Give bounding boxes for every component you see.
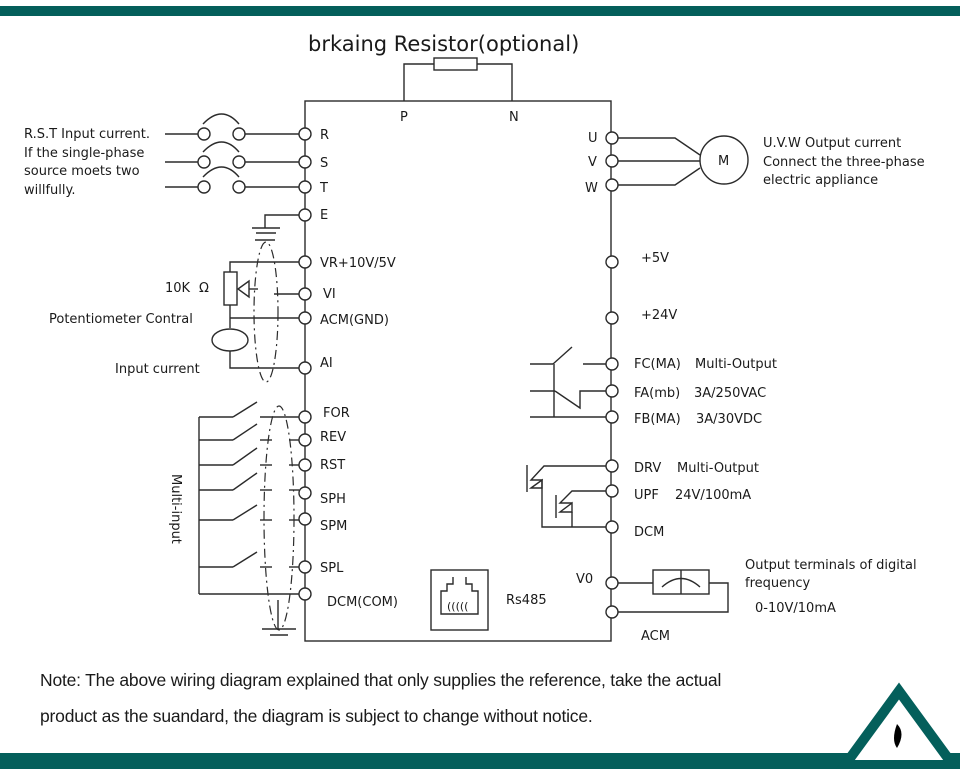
input-breakers <box>165 113 299 234</box>
note-line-1: Note: The above wiring diagram explained… <box>40 670 722 690</box>
inverter-body <box>304 100 612 642</box>
freq-range: 0-10V/10mA <box>755 601 836 616</box>
rj45-pins: ((((( <box>447 600 468 613</box>
terminal-vi-label: VI <box>323 287 336 302</box>
terminal-fb-label: FB(MA) <box>634 412 681 427</box>
potentiometer-icon <box>223 271 238 306</box>
digital-input-section: Multi-input FOR REV RST SPH SPM SPL DCM(… <box>168 401 398 636</box>
resistor-value: 10K <box>165 281 191 296</box>
motor-label: M <box>718 154 729 169</box>
terminal-acm-label: ACM(GND) <box>320 313 389 328</box>
power-terminals: +5V +24V <box>605 251 677 325</box>
output-description-2: Connect the three-phase <box>763 155 925 170</box>
oc-spec-2: 24V/100mA <box>675 488 751 503</box>
terminal-sph-label: SPH <box>320 492 346 507</box>
terminal-spl-label: SPL <box>320 561 344 576</box>
plus5v-label: +5V <box>641 251 669 266</box>
svg-text:willfully.: willfully. <box>24 183 75 198</box>
svg-text:source moets two: source moets two <box>24 164 140 179</box>
triangle-logo-icon <box>835 682 960 769</box>
note-line-2: product as the suandard, the diagram is … <box>40 706 593 726</box>
terminal-e-label: E <box>320 208 328 223</box>
terminal-w-label: W <box>585 181 598 196</box>
svg-text:R.S.T Input current.: R.S.T Input current. <box>24 127 150 142</box>
output-description-3: electric appliance <box>763 173 878 188</box>
potentiometer-label: Potentiometer Contral <box>49 312 193 327</box>
terminal-v0-label: V0 <box>576 572 593 587</box>
open-collector-output: DRV Multi-Output UPF 24V/100mA DCM <box>526 459 759 540</box>
relay-output: FC(MA) Multi-Output FA(mb) 3A/250VAC FB(… <box>530 346 777 427</box>
freq-description-1: Output terminals of digital <box>745 558 917 573</box>
current-source-icon <box>211 328 249 352</box>
terminal-p-label: P <box>400 110 408 125</box>
freq-description-2: frequency <box>745 576 811 591</box>
motor-icon <box>699 135 749 185</box>
terminal-upf-label: UPF <box>634 488 659 503</box>
diagram-title: brkaing Resistor(optional) <box>308 32 579 56</box>
terminal-t <box>298 180 312 194</box>
multi-input-label: Multi-input <box>168 474 183 544</box>
terminal-ai-label: AI <box>320 356 333 371</box>
output-description-1: U.V.W Output current <box>763 136 901 151</box>
terminal-spm-label: SPM <box>320 519 347 534</box>
shield-ellipse-digital <box>263 405 295 631</box>
analog-section: 10K Ω Potentiometer Contral Input curren… <box>49 239 396 383</box>
rs485-port: ((((( Rs485 <box>430 569 547 631</box>
terminal-rev-label: REV <box>320 430 346 445</box>
terminal-r <box>298 127 312 141</box>
relay-spec-1: Multi-Output <box>695 357 777 372</box>
terminal-fa-label: FA(mb) <box>634 386 680 401</box>
terminal-n-label: N <box>509 110 519 125</box>
relay-spec-2: 3A/250VAC <box>694 386 766 401</box>
top-brand-band <box>0 6 960 16</box>
bottom-brand-band <box>0 753 960 769</box>
plus24v-label: +24V <box>641 308 677 323</box>
terminal-s-label: S <box>320 156 328 171</box>
input-current-label: Input current <box>115 362 200 377</box>
terminal-acm-out-label: ACM <box>641 629 670 644</box>
oc-spec-1: Multi-Output <box>677 461 759 476</box>
terminal-r-label: R <box>320 128 329 143</box>
terminal-vr-label: VR+10V/5V <box>320 256 396 271</box>
motor-output: U V W M U.V.W Output current Connect the… <box>585 131 925 196</box>
relay-spec-3: 3A/30VDC <box>696 412 762 427</box>
terminal-u-label: U <box>588 131 598 146</box>
rs485-label: Rs485 <box>506 593 547 608</box>
rj45-connector-icon <box>440 577 479 615</box>
ohm-icon: Ω <box>199 281 209 296</box>
terminal-t-label: T <box>319 181 328 196</box>
terminal-dcm-label: DCM <box>634 525 664 540</box>
shield-ellipse-analog <box>253 241 279 383</box>
terminal-fc-label: FC(MA) <box>634 357 681 372</box>
terminal-for-label: FOR <box>323 406 350 421</box>
input-description: R.S.T Input current. If the single-phase… <box>24 127 150 198</box>
digital-frequency-output: V0 ACM Output terminals of digital frequ… <box>576 558 917 644</box>
svg-text:If the single-phase: If the single-phase <box>24 146 144 161</box>
terminal-s <box>298 155 312 169</box>
terminal-rst-label: RST <box>320 458 345 473</box>
terminal-v-label: V <box>588 155 597 170</box>
terminal-drv-label: DRV <box>634 461 661 476</box>
braking-resistor <box>403 57 513 101</box>
input-terminals: R S T E <box>298 127 329 223</box>
terminal-e <box>298 208 312 222</box>
terminal-dcm-com-label: DCM(COM) <box>327 595 398 610</box>
